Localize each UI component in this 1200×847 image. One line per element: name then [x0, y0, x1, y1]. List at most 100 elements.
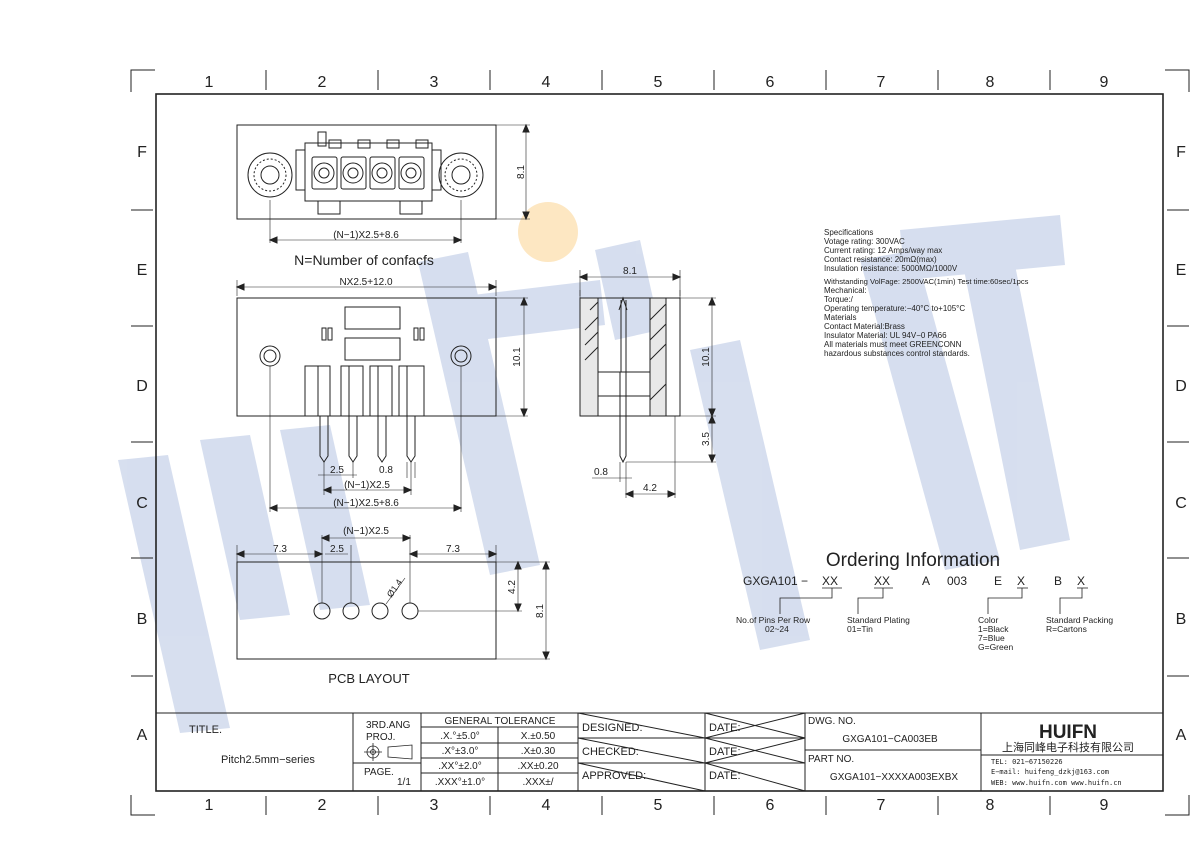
- designed-label: DESIGNED:: [582, 722, 643, 734]
- tolerance-angle: .XX°±2.0°: [438, 761, 482, 772]
- spec-line: Withstanding VolFage: 2500VAC(1min) Test…: [824, 277, 1029, 286]
- contact-icon: [371, 162, 393, 184]
- col-label: 6: [766, 74, 775, 91]
- ordering-packing-label: Standard Packing: [1046, 615, 1113, 625]
- row-label: F: [137, 144, 147, 161]
- spec-line: Insulation resistance: 5000MΩ/1000V: [824, 264, 958, 273]
- row-label: A: [1176, 727, 1187, 744]
- row-label: E: [1176, 262, 1187, 279]
- title-value: Pitch2.5mm−series: [221, 754, 315, 766]
- col-label: 1: [205, 797, 214, 814]
- tolerance-angle: .X.°±5.0°: [440, 731, 480, 742]
- screw-icon: [247, 152, 293, 198]
- ordering-packing-value: R=Cartons: [1046, 624, 1087, 634]
- date-label: DATE:: [709, 722, 741, 734]
- spec-line: All materials must meet GREENCONN: [824, 340, 962, 349]
- pcb-hole-icon: [401, 602, 419, 620]
- screw-icon: [438, 152, 484, 198]
- pcb-layout: [235, 534, 550, 661]
- ordering-color-value: 7=Blue: [978, 633, 1005, 643]
- contact-icon: [313, 162, 335, 184]
- ordering-code-b: B: [1054, 574, 1062, 588]
- title-block-text: TITLE. Pitch2.5mm−series 3RD.ANG PROJ. P…: [189, 716, 1134, 788]
- dim-pcb-pitch: 2.5: [330, 544, 344, 555]
- col-label: 8: [986, 74, 995, 91]
- page-value: 1/1: [397, 777, 411, 788]
- spec-line: Specifications: [824, 228, 873, 237]
- title-label: TITLE.: [189, 724, 222, 736]
- ordering-pins-label: No.of Pins Per Row: [736, 615, 811, 625]
- company-name: 上海同峰电子科技有限公司: [1002, 740, 1134, 754]
- spec-line: Torque:/: [824, 295, 854, 304]
- dwg-value: GXGA101−CA003EB: [842, 734, 938, 745]
- ordering-code-003: 003: [947, 574, 967, 588]
- col-label: 6: [766, 797, 775, 814]
- spec-line: Current rating: 12 Amps/way max: [824, 246, 942, 255]
- ordering-color-label: Color: [978, 615, 998, 625]
- watermark-dot: [518, 202, 578, 262]
- row-label: D: [136, 378, 148, 395]
- sheet-frame: [130, 69, 1190, 816]
- spec-line: Insulator Material: UL 94V−0 PA66: [824, 331, 947, 340]
- top-view-body: [236, 124, 497, 220]
- projection-symbol-icon: [364, 743, 413, 761]
- row-label: C: [1175, 495, 1187, 512]
- top-view: [236, 123, 530, 244]
- col-label: 5: [654, 797, 663, 814]
- title-block: [156, 712, 1163, 792]
- col-label: 1: [205, 74, 214, 91]
- dim-front-pin: 0.8: [379, 465, 393, 476]
- dim-pcb-row: 4.2: [507, 580, 518, 594]
- ordering-plating-value: 01=Tin: [847, 624, 873, 634]
- row-label: B: [1176, 611, 1187, 628]
- caption-contacts: N=Number of confacfs: [294, 252, 434, 268]
- approved-label: APPROVED:: [582, 770, 646, 782]
- row-label: A: [137, 727, 148, 744]
- mount-hole-icon: [259, 345, 281, 367]
- col-label: 2: [318, 797, 327, 814]
- ordering-code-a: A: [922, 574, 930, 588]
- spec-line: hazardous substances control standards.: [824, 349, 970, 358]
- col-label: 8: [986, 797, 995, 814]
- pcb-hole-icon: [371, 602, 389, 620]
- terminal-housing: [304, 142, 433, 202]
- tolerance-angle: .XXX°±1.0°: [435, 777, 485, 788]
- dim-side-height: 10.1: [701, 347, 712, 367]
- spec-line: Contact resistance: 20mΩ(max): [824, 255, 937, 264]
- ordering-plating-label: Standard Plating: [847, 615, 910, 625]
- col-label: 2: [318, 74, 327, 91]
- ordering-information: Ordering Information GXGA101 − XX XX A 0…: [736, 550, 1113, 652]
- company-logo: HUIFN: [1039, 722, 1097, 743]
- spec-line: Mechanical:: [824, 286, 867, 295]
- company-tel: TEL: 021−67150226: [991, 758, 1063, 766]
- dim-top-width: (N−1)X2.5+8.6: [333, 230, 399, 241]
- dim-pcb-span: (N−1)X2.5: [343, 526, 389, 537]
- dim-side-width: 8.1: [623, 266, 637, 277]
- spec-line: Votage rating: 300VAC: [824, 237, 905, 246]
- dim-pcb-right: 7.3: [446, 544, 460, 555]
- row-label: D: [1175, 378, 1187, 395]
- dim-pcb-left: 7.3: [273, 544, 287, 555]
- col-label: 9: [1100, 74, 1109, 91]
- tolerance-linear: .XX±0.20: [517, 761, 559, 772]
- dim-side-tail: 3.5: [701, 432, 712, 446]
- proj-label: PROJ.: [366, 732, 395, 743]
- col-label: 4: [542, 74, 551, 91]
- spec-line: Contact Material:Brass: [824, 322, 905, 331]
- col-label: 7: [877, 797, 886, 814]
- row-label: B: [137, 611, 148, 628]
- spec-line: Materials: [824, 313, 856, 322]
- side-view: [578, 270, 716, 498]
- tolerance-header: GENERAL TOLERANCE: [445, 716, 556, 727]
- ordering-color-value: 1=Black: [978, 624, 1009, 634]
- contact-icon: [400, 162, 422, 184]
- dim-front-overall: NX2.5+12.0: [339, 277, 393, 288]
- dwg-label: DWG. NO.: [808, 716, 856, 727]
- ordering-pins-range: 02~24: [765, 624, 789, 634]
- ordering-code-xx1: XX: [822, 574, 838, 588]
- watermark: [118, 202, 1070, 733]
- dim-side-pin: 0.8: [594, 467, 608, 478]
- col-label: 7: [877, 74, 886, 91]
- spec-line: Operating temperature:−40°C to+105°C: [824, 304, 965, 313]
- dim-pcb-hole: Ø1.4: [385, 577, 404, 599]
